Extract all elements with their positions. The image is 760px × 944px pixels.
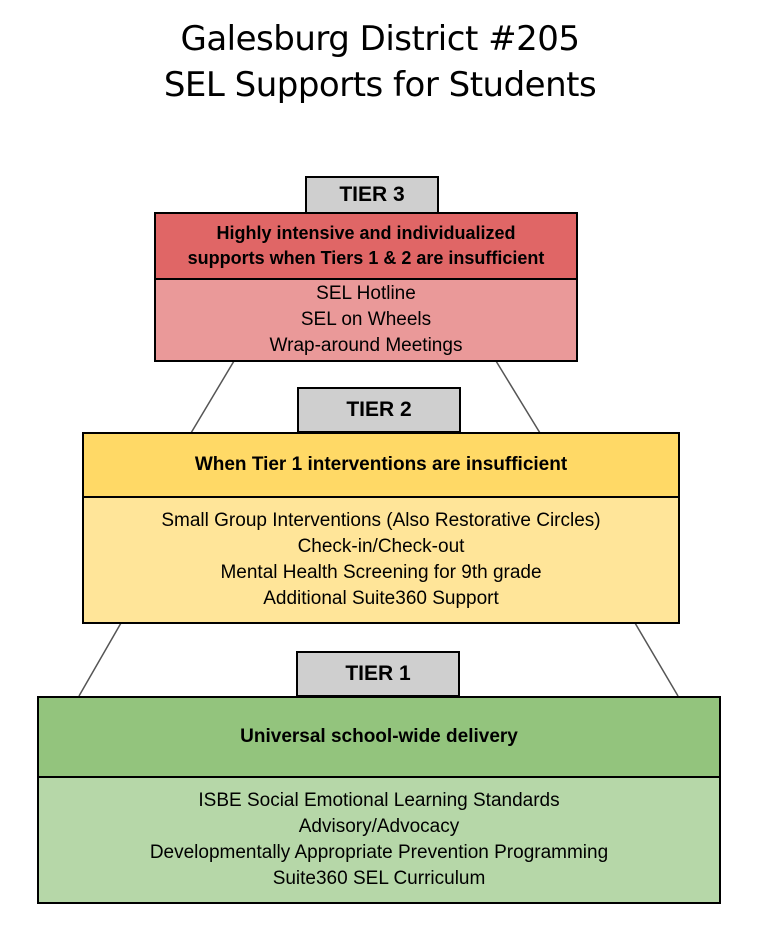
- tier-2-item: Mental Health Screening for 9th grade: [220, 562, 542, 583]
- page-title-line-1: Galesburg District #205: [180, 19, 580, 59]
- tier-2-item: Small Group Interventions (Also Restorat…: [161, 510, 601, 531]
- tier-2-box: When Tier 1 interventions are insufficie…: [82, 432, 680, 624]
- tier-3-item: SEL Hotline: [316, 283, 416, 304]
- connector-tier3-left: [190, 360, 235, 434]
- tier-2-body: Small Group Interventions (Also Restorat…: [84, 498, 678, 622]
- tier-2-header: When Tier 1 interventions are insufficie…: [84, 434, 678, 498]
- tier-3-header-line-1: Highly intensive and individualized: [216, 223, 516, 243]
- tier-1-item: Advisory/Advocacy: [298, 816, 460, 837]
- tier-3-header: Highly intensive and individualized supp…: [156, 214, 576, 280]
- tier-3-header-line-2: supports when Tiers 1 & 2 are insufficie…: [187, 248, 545, 268]
- connector-tier3-right: [495, 360, 541, 434]
- tier-3-body: SEL Hotline SEL on Wheels Wrap-around Me…: [156, 280, 576, 360]
- tier-3-item: Wrap-around Meetings: [269, 335, 463, 356]
- tier-1-item: ISBE Social Emotional Learning Standards: [198, 790, 560, 811]
- tier-1-label: TIER 1: [296, 651, 460, 697]
- tier-2-item: Additional Suite360 Support: [263, 588, 499, 609]
- connector-tier2-right: [634, 622, 679, 697]
- tier-1-box: Universal school-wide delivery ISBE Soci…: [37, 696, 721, 904]
- tier-1-item: Developmentally Appropriate Prevention P…: [149, 842, 609, 863]
- connector-tier2-left: [78, 622, 122, 697]
- tier-3-label: TIER 3: [305, 176, 439, 214]
- tier-2-label: TIER 2: [297, 387, 461, 433]
- tier-3-box: Highly intensive and individualized supp…: [154, 212, 578, 362]
- tier-1-header: Universal school-wide delivery: [39, 698, 719, 778]
- tier-1-body: ISBE Social Emotional Learning Standards…: [39, 778, 719, 902]
- tier-3-item: SEL on Wheels: [300, 309, 432, 330]
- page-title-line-2: SEL Supports for Students: [163, 65, 597, 105]
- tier-2-item: Check-in/Check-out: [297, 536, 465, 557]
- tier-1-item: Suite360 SEL Curriculum: [272, 868, 486, 889]
